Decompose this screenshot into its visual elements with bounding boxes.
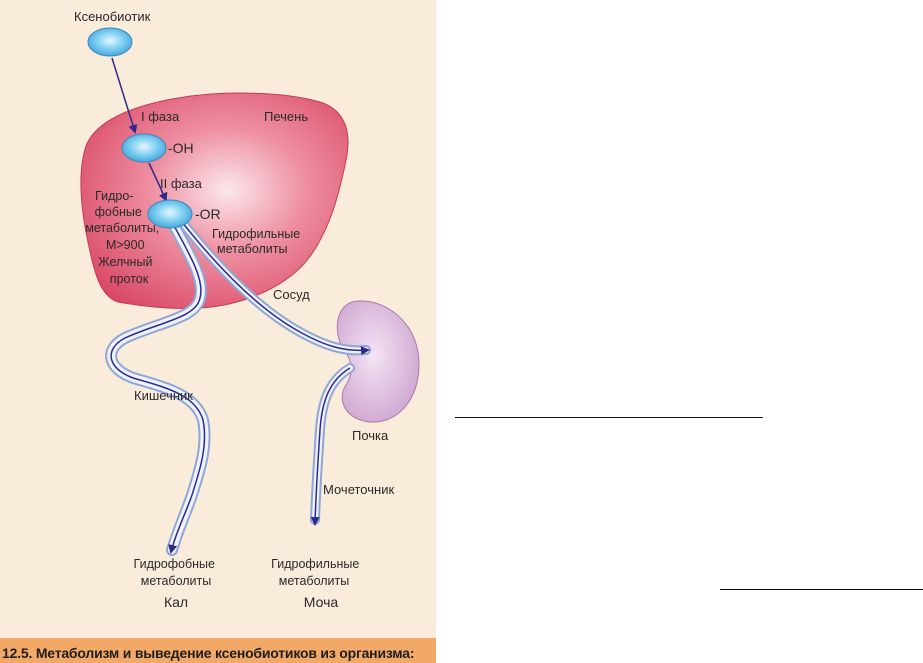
phase2-label: II фаза [160,176,203,191]
xenobiotic-to-liver-arrow [111,57,138,134]
hydrophobic-out-label: Гидрофобные метаболиты [134,557,219,588]
blood-vessel-tube [177,217,371,356]
caption-bar [0,638,436,663]
xenobiotic-label: Ксенобиотик [74,9,151,24]
hydrophilic-out-label: Гидрофильные метаболиты [271,557,363,588]
vessel-label: Сосуд [273,287,310,302]
ureter-label: Мочеточник [323,482,394,497]
feces-label: Кал [164,594,188,610]
figure-caption: 12.5. Метаболизм и выведение ксенобиотик… [2,645,415,661]
phase2-arrow [148,162,168,202]
intestine-label: Кишечник [134,388,193,403]
urine-label: Моча [304,594,339,610]
kidney-shape [336,300,420,423]
liver-label: Печень [264,109,308,124]
hydrophobic-metabolites-label: Гидро- фобные метаболиты, M>900 Желчный … [85,189,162,286]
oh-label: -OH [168,140,194,156]
hydroxylated-molecule [121,133,167,163]
bile-flow-arrow [110,221,206,554]
ureter-tube [310,363,355,526]
kidney-label: Почка [352,428,389,443]
conjugated-molecule [147,199,193,229]
xenobiotic-molecule [87,27,133,57]
ureter-flow-arrow [310,367,351,526]
phase1-label: I фаза [141,109,180,124]
hydrophilic-metabolites-liver-label: Гидрофильные метаболиты [212,227,304,256]
bile-duct-intestine-tube [105,216,211,556]
or-label: -OR [195,206,221,222]
vessel-flow-arrow [181,221,370,356]
divider-line-1 [455,417,763,418]
divider-line-2 [720,589,923,590]
